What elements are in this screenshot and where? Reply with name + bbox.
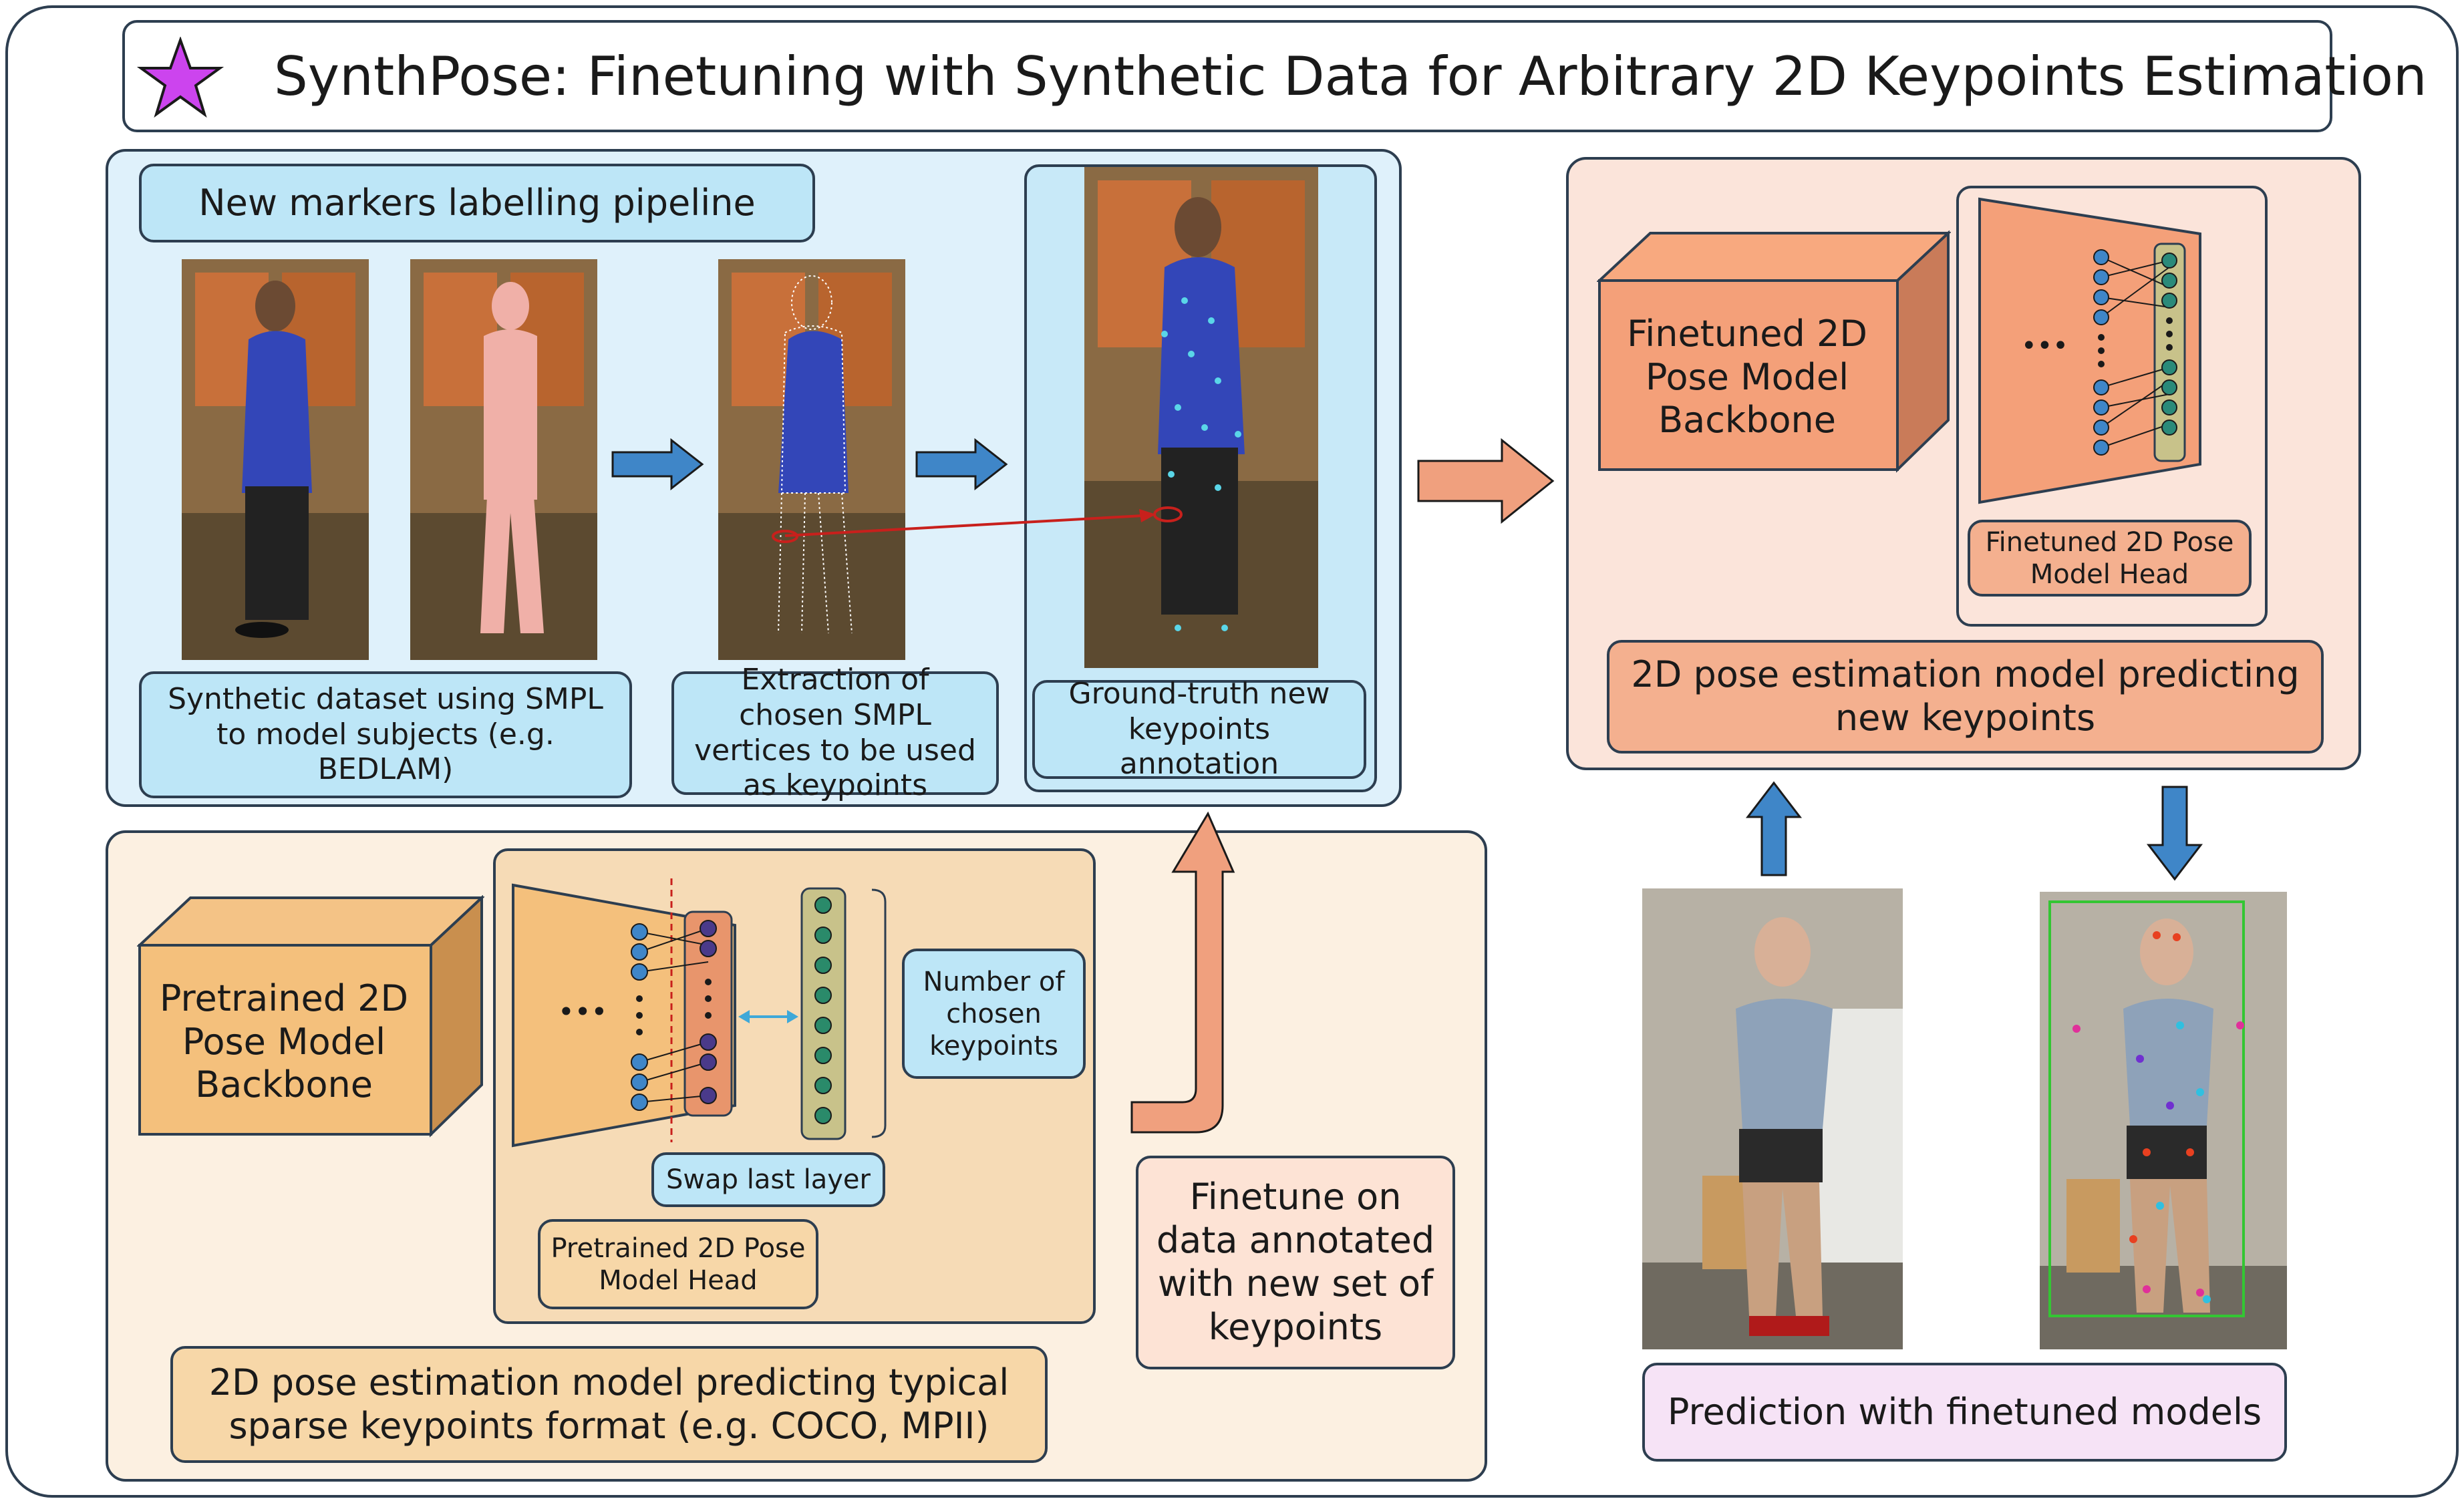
input-up-arrow: [1745, 781, 1803, 876]
smpl-body-image: [410, 259, 597, 660]
to-finetuned-arrow: [1417, 438, 1555, 524]
num-keypoints-label: Number of chosen keypoints: [902, 949, 1086, 1079]
star-icon: [137, 37, 224, 118]
finetuned-backbone-block: [1597, 230, 1951, 473]
page-title: SynthPose: Finetuning with Synthetic Dat…: [274, 45, 2427, 108]
prediction-caption: Prediction with finetuned models: [1642, 1363, 2287, 1462]
title-box: [122, 20, 2332, 132]
pretrained-head-network: [512, 878, 887, 1148]
extraction-caption: Extraction of chosen SMPL vertices to be…: [671, 663, 999, 802]
finetuned-ellipsis: •••: [2021, 331, 2068, 361]
ground-truth-caption: Ground-truth new keypoints annotation: [1032, 677, 1366, 781]
synthetic-subject-image: [182, 259, 369, 660]
predicted-keypoints-photo: [2040, 892, 2287, 1349]
smpl-vertices-image: [718, 259, 905, 660]
ground-truth-image: [1084, 167, 1318, 668]
pretrained-backbone-label: Pretrained 2D Pose Model Backbone: [159, 977, 409, 1106]
pipeline-arrow-1: [611, 438, 704, 491]
pretrained-backbone-block: [137, 895, 484, 1138]
pretrained-ellipsis: •••: [558, 995, 608, 1028]
pretrained-head-label: Pretrained 2D Pose Model Head: [538, 1219, 818, 1309]
input-subject-photo: [1642, 888, 1903, 1349]
annotation-link-arrow: [784, 509, 1156, 537]
finetuned-backbone-label: Finetuned 2D Pose Model Backbone: [1627, 312, 1867, 442]
swap-layer-label: Swap last layer: [651, 1152, 885, 1207]
synthetic-dataset-caption: Synthetic dataset using SMPL to model su…: [139, 671, 632, 798]
finetune-curved-arrow: [1130, 811, 1235, 1134]
pipeline-arrow-2: [915, 438, 1008, 491]
finetuned-model-caption: 2D pose estimation model predicting new …: [1607, 640, 2324, 754]
pipeline-header: New markers labelling pipeline: [139, 164, 815, 242]
finetuned-head-network: [1978, 197, 2201, 504]
pretrained-model-caption: 2D pose estimation model predicting typi…: [170, 1346, 1048, 1463]
finetune-step-box: Finetune on data annotated with new set …: [1136, 1156, 1455, 1369]
output-down-arrow: [2146, 786, 2203, 881]
finetuned-head-label: Finetuned 2D Pose Model Head: [1968, 520, 2252, 597]
